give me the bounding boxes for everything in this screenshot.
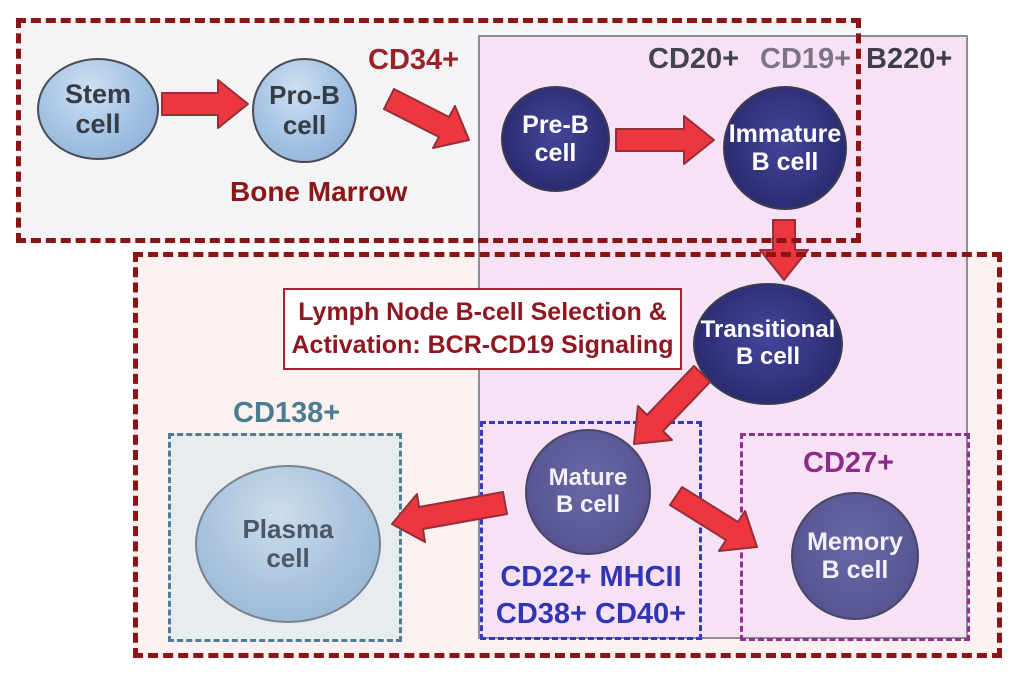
lymph-node-title-box: Lymph Node B-cell Selection & Activation… [283,288,682,370]
pre-b-cell: Pre-B cell [501,86,610,192]
pro-b-cell-label-line1: Pro-B [269,80,340,111]
pro-b-cell-label-line2: cell [282,109,327,140]
immature-b-cell-label-line1: Immature [728,120,842,148]
mature-b-cell: Mature B cell [525,429,651,555]
memory-b-cell-label-line2: B cell [821,556,889,584]
marker-cd27: CD27+ [803,447,895,479]
marker-cd20: CD20+ [648,43,740,75]
stem-cell: Stem cell [37,58,159,160]
transitional-b-cell-label-line1: Transitional [700,316,836,344]
lymph-node-title-line1: Lymph Node B-cell Selection & [298,298,667,326]
pre-b-cell-label-line1: Pre-B [522,111,589,139]
plasma-cell-label-line2: cell [266,543,310,573]
plasma-cell-label-line1: Plasma [242,513,334,544]
bone-marrow-label: Bone Marrow [230,176,408,207]
stem-cell-label-line1: Stem [64,78,132,109]
memory-b-cell: Memory B cell [791,492,919,620]
marker-cd34: CD34+ [368,44,460,76]
pre-b-cell-label-line2: cell [534,139,577,167]
immature-b-cell-label-line2: B cell [751,148,819,176]
mature-b-cell-label-line1: Mature [548,464,628,492]
marker-cd19: CD19+ [760,43,852,75]
transitional-b-cell: Transitional B cell [693,283,843,405]
transitional-b-cell-label-line2: B cell [735,343,801,370]
mature-b-cell-markers: CD22+ MHCII CD38+ CD40+ [480,559,702,633]
immature-b-cell: Immature B cell [723,86,847,210]
marker-cd38-cd40: CD38+ CD40+ [495,598,687,630]
plasma-cell: Plasma cell [195,465,381,623]
pro-b-cell: Pro-B cell [252,58,357,163]
mature-b-cell-label-line2: B cell [555,491,621,518]
memory-b-cell-label-line1: Memory [807,528,903,556]
lymph-node-title-line2: Activation: BCR-CD19 Signaling [291,331,674,359]
marker-cd138: CD138+ [233,397,341,429]
marker-b220: B220+ [866,43,953,75]
stem-cell-label-line2: cell [75,109,121,139]
marker-cd22-mhcii: CD22+ MHCII [500,561,682,593]
